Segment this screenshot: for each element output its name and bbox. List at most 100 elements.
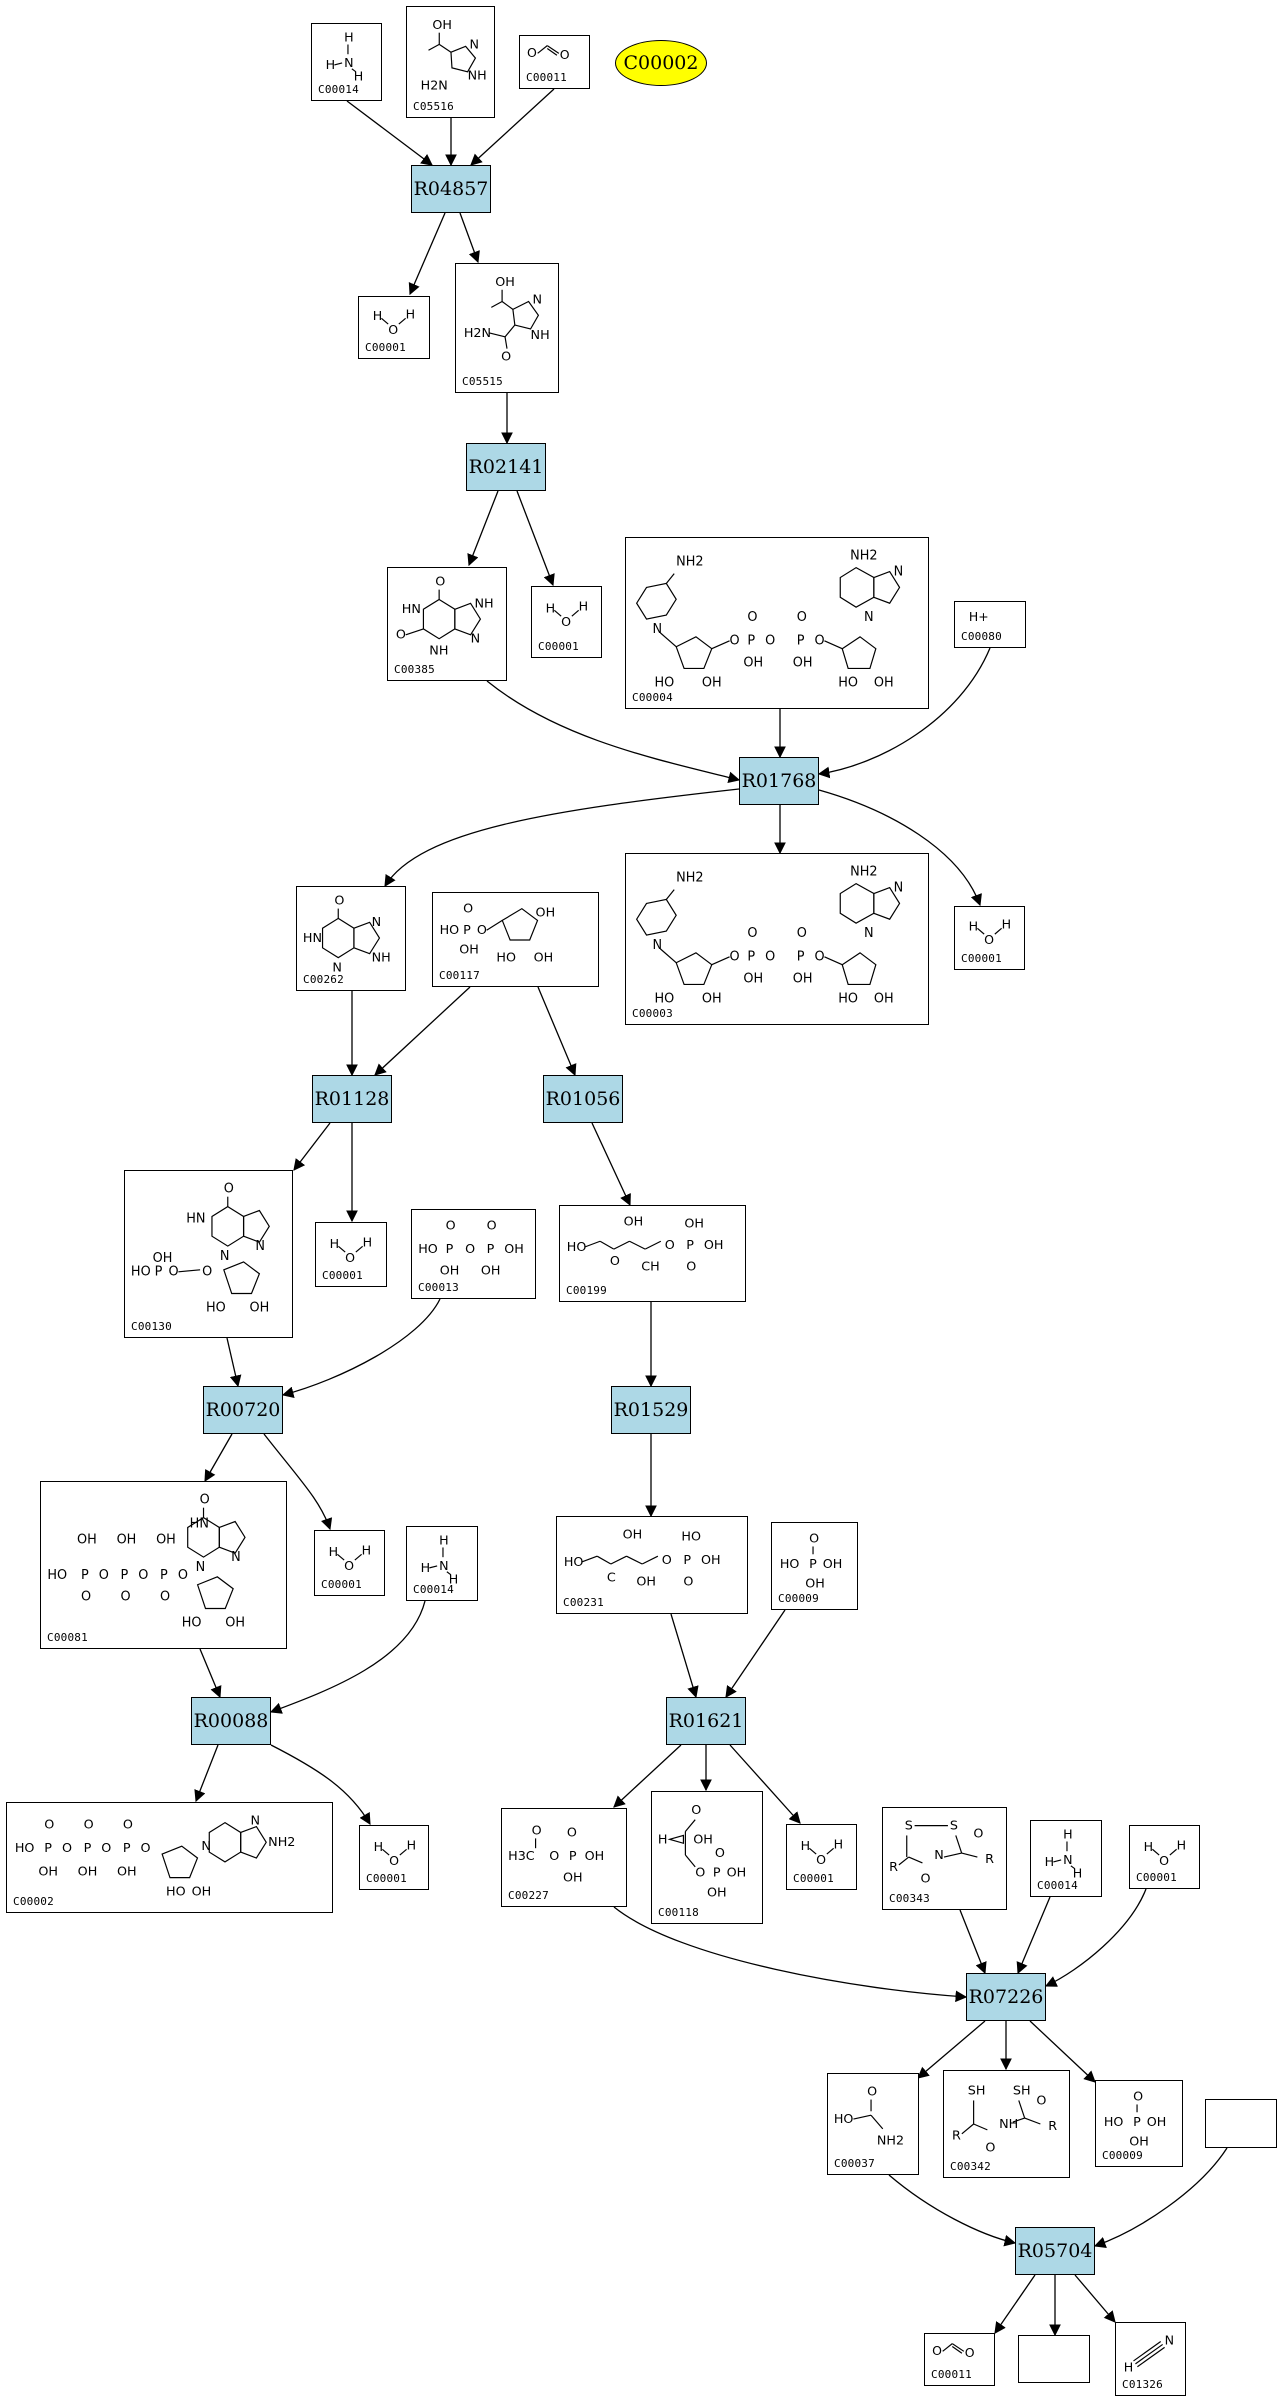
hypoxanthine-structure: O N NH HN N bbox=[303, 894, 391, 976]
compound-c00014[interactable]: H N H H C00014 bbox=[406, 1526, 478, 1601]
compound-unlabeled[interactable] bbox=[1018, 2335, 1090, 2383]
reaction-r01621[interactable]: R01621 bbox=[666, 1697, 746, 1745]
compound-c00001[interactable]: H O H C00001 bbox=[358, 296, 430, 359]
compound-c00004[interactable]: NH2 N HO OH O P O OH O P O OH O HO OH NH… bbox=[625, 537, 929, 709]
compound-id: C00262 bbox=[303, 973, 344, 986]
compound-c00385[interactable]: O NH N HN O NH C00385 bbox=[387, 567, 507, 681]
svg-text:NH: NH bbox=[429, 643, 448, 658]
svg-text:OH: OH bbox=[78, 1865, 98, 1880]
reaction-r04857[interactable]: R04857 bbox=[411, 165, 491, 213]
compound-c00014[interactable]: H N H H C00014 bbox=[311, 23, 382, 101]
edge-c00343-r07226 bbox=[959, 1909, 987, 1975]
reaction-r01529[interactable]: R01529 bbox=[611, 1386, 691, 1434]
compound-c00014[interactable]: H N H H C00014 bbox=[1030, 1820, 1102, 1897]
svg-text:O: O bbox=[141, 1841, 151, 1856]
compound-c05516[interactable]: OH N NH H2N C05516 bbox=[406, 6, 495, 118]
svg-text:O: O bbox=[985, 2140, 995, 2155]
compound-c00001[interactable]: H O H C00001 bbox=[359, 1825, 429, 1890]
thioredoxin-structure: SH SH R O NH O R bbox=[952, 2084, 1057, 2156]
water-structure: H O H bbox=[330, 1234, 372, 1265]
svg-text:O: O bbox=[932, 2343, 942, 2358]
svg-text:H: H bbox=[969, 918, 978, 933]
compound-c05515[interactable]: OH N NH H2N O C05515 bbox=[455, 263, 559, 393]
svg-text:OH: OH bbox=[585, 1849, 605, 1864]
reaction-r07226[interactable]: R07226 bbox=[966, 1973, 1046, 2021]
svg-text:O: O bbox=[683, 1575, 693, 1590]
compound-c00199[interactable]: HO O OH CH O P OH OH O C00199 bbox=[559, 1205, 746, 1302]
edge-c00014-r04857 bbox=[346, 100, 433, 166]
compound-c00001[interactable]: H O H C00001 bbox=[531, 586, 602, 658]
compound-c00001[interactable]: H O H C00001 bbox=[315, 1222, 387, 1287]
svg-text:O: O bbox=[797, 926, 807, 941]
svg-text:O: O bbox=[815, 634, 825, 649]
compound-c00118[interactable]: O H OH O P O OH OH C00118 bbox=[651, 1791, 763, 1924]
water-structure: H O H bbox=[373, 306, 415, 337]
compound-c00037[interactable]: O HO NH2 C00037 bbox=[827, 2073, 919, 2175]
reaction-r00720[interactable]: R00720 bbox=[203, 1386, 283, 1434]
ammonia-structure: H N H H bbox=[1045, 1827, 1083, 1881]
svg-text:OH: OH bbox=[481, 1263, 501, 1278]
svg-text:O: O bbox=[396, 628, 406, 643]
svg-text:O: O bbox=[160, 1590, 170, 1605]
compound-c00080[interactable]: H+ C00080 bbox=[954, 601, 1026, 648]
svg-text:P: P bbox=[487, 1241, 495, 1256]
svg-text:O: O bbox=[549, 1849, 559, 1864]
compound-c00117[interactable]: HO P O OH O OH HO OH C00117 bbox=[432, 892, 599, 987]
svg-text:O: O bbox=[388, 322, 398, 337]
compound-c00009[interactable]: O HO P OH OH C00009 bbox=[771, 1522, 858, 1610]
compound-unlabeled[interactable] bbox=[1205, 2099, 1277, 2148]
svg-text:O: O bbox=[747, 610, 757, 625]
reaction-r01056[interactable]: R01056 bbox=[543, 1075, 623, 1123]
compound-c00013[interactable]: O O HO P O P OH OH OH C00013 bbox=[411, 1209, 536, 1299]
reaction-label: R07226 bbox=[968, 1986, 1044, 2008]
svg-text:P: P bbox=[446, 1241, 454, 1256]
svg-text:P: P bbox=[569, 1849, 577, 1864]
reaction-r00088[interactable]: R00088 bbox=[191, 1697, 271, 1745]
compound-c00001[interactable]: H O H C00001 bbox=[786, 1824, 857, 1890]
compound-c00130[interactable]: O HN N N OH HO P O O HO OH C00130 bbox=[124, 1170, 293, 1338]
compound-c00009[interactable]: O HO P OH OH C00009 bbox=[1095, 2080, 1183, 2167]
svg-text:O: O bbox=[867, 2084, 877, 2099]
start-compound-c00002[interactable]: C00002 bbox=[615, 40, 707, 86]
compound-c00001[interactable]: H O H C00001 bbox=[954, 906, 1025, 970]
compound-c00001[interactable]: H O H C00001 bbox=[1129, 1825, 1200, 1889]
edge-r04857-c05515 bbox=[459, 212, 480, 264]
edge-c00013-r00720 bbox=[281, 1298, 441, 1398]
reaction-r02141[interactable]: R02141 bbox=[466, 443, 546, 491]
compound-c00011[interactable]: O O C00011 bbox=[519, 35, 590, 89]
svg-text:HN: HN bbox=[402, 602, 421, 617]
svg-text:H: H bbox=[834, 1836, 843, 1851]
svg-text:P: P bbox=[747, 634, 755, 649]
compound-c00343[interactable]: S S R O N O R C00343 bbox=[882, 1807, 1007, 1910]
compound-c01326[interactable]: N H C01326 bbox=[1115, 2322, 1186, 2396]
compound-c00227[interactable]: O H3C O P O OH OH C00227 bbox=[501, 1808, 627, 1907]
compound-c00231[interactable]: HO C OH OH O P HO OH O C00231 bbox=[556, 1516, 748, 1614]
svg-text:P: P bbox=[747, 950, 755, 965]
svg-text:OH: OH bbox=[727, 1866, 747, 1881]
svg-text:R: R bbox=[985, 1852, 994, 1867]
compound-c00001[interactable]: H O H C00001 bbox=[314, 1530, 385, 1596]
svg-text:HO: HO bbox=[47, 1568, 67, 1583]
svg-text:O: O bbox=[463, 901, 473, 916]
compound-c00081[interactable]: O HN N N OH OH OH HO P O P O P O O O O H… bbox=[40, 1481, 287, 1649]
compound-id: C00231 bbox=[563, 1596, 604, 1609]
compound-id: C00001 bbox=[365, 341, 406, 354]
svg-text:HO: HO bbox=[206, 1300, 226, 1315]
compound-c00342[interactable]: SH SH R O NH O R C00342 bbox=[943, 2070, 1070, 2178]
reaction-r01128[interactable]: R01128 bbox=[312, 1075, 392, 1123]
compound-id: C05515 bbox=[462, 375, 503, 388]
compound-c00011[interactable]: O O C00011 bbox=[924, 2333, 995, 2386]
svg-text:NH2: NH2 bbox=[676, 555, 703, 570]
compound-c00003[interactable]: NH2 N HO OH O P O OH O P O OH O HO OH NH… bbox=[625, 853, 929, 1025]
svg-text:OH: OH bbox=[702, 991, 722, 1006]
edge-r00088-c00002 bbox=[194, 1744, 219, 1803]
svg-text:O: O bbox=[920, 1872, 930, 1887]
reaction-r01768[interactable]: R01768 bbox=[739, 757, 819, 805]
svg-text:OH: OH bbox=[459, 942, 479, 957]
svg-text:NH: NH bbox=[372, 951, 391, 966]
compound-c00002[interactable]: O O O HO P O P O P O OH OH OH HO OH NH2 … bbox=[6, 1802, 333, 1913]
compound-c00262[interactable]: O N NH HN N C00262 bbox=[296, 886, 406, 991]
water-structure: H O H bbox=[969, 916, 1011, 947]
edge-r00720-c00001 bbox=[263, 1433, 333, 1531]
reaction-r05704[interactable]: R05704 bbox=[1015, 2227, 1095, 2275]
